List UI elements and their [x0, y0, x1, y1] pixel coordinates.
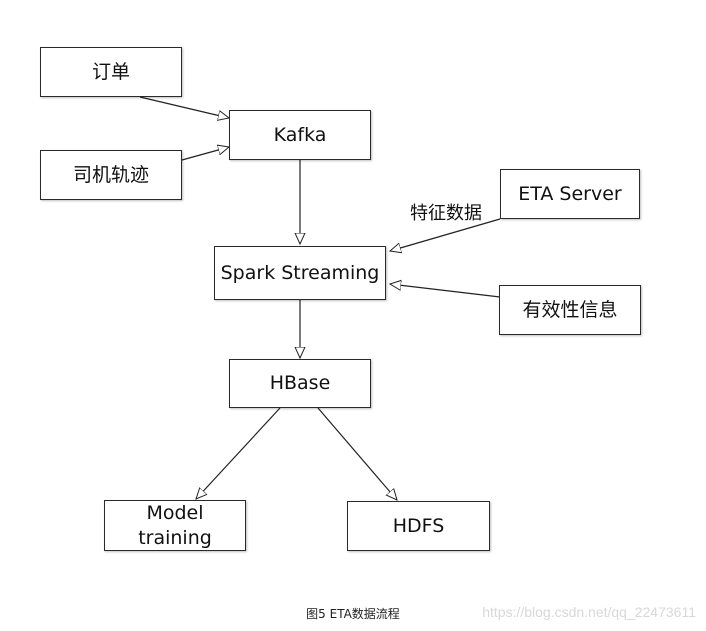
- node-eta-server: ETA Server: [500, 169, 640, 219]
- edge-driver-track-to-kafka: [181, 147, 229, 161]
- node-driver-track: 司机轨迹: [40, 150, 182, 200]
- figure-caption: 图5 ETA数据流程: [306, 607, 400, 621]
- node-spark-streaming: Spark Streaming: [214, 246, 386, 300]
- node-hdfs: HDFS: [347, 501, 490, 551]
- node-hbase: HBase: [229, 359, 371, 408]
- edge-label-feature-data: 特征数据: [410, 203, 482, 224]
- watermark: https://blog.csdn.net/qq_22473611: [482, 604, 696, 620]
- edge-eta-server-to-spark: [390, 218, 501, 251]
- edge-order-to-kafka: [139, 96, 229, 118]
- edge-hbase-to-hdfs: [317, 407, 397, 500]
- node-validity-info: 有效性信息: [499, 285, 641, 335]
- edge-validity-to-spark: [390, 284, 501, 298]
- node-order: 订单: [40, 47, 182, 97]
- node-kafka: Kafka: [229, 110, 371, 160]
- node-model-training: Model training: [104, 500, 246, 551]
- edge-hbase-to-model-training: [196, 407, 281, 499]
